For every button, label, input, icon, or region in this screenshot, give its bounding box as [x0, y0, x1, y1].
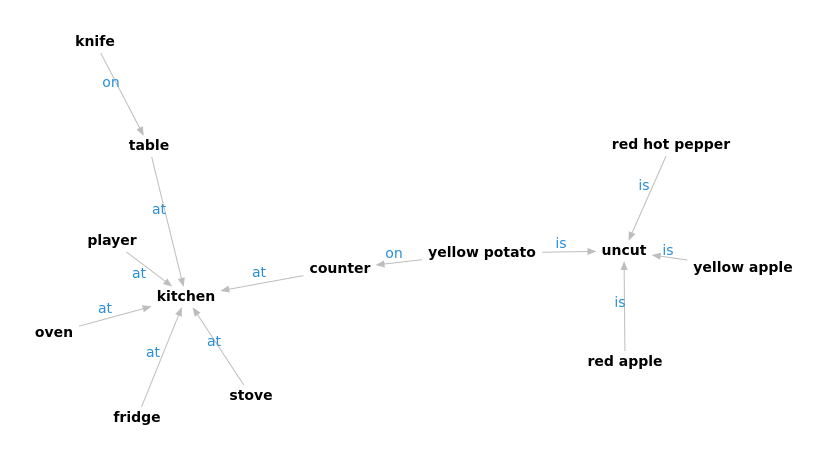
node-oven: oven	[35, 325, 73, 341]
edge-table-to-kitchen	[151, 156, 185, 287]
edge-label-yellow-apple-to-uncut: is	[662, 243, 673, 259]
edge-label-counter-to-kitchen: at	[252, 265, 267, 281]
edge-label-knife-to-table: on	[102, 75, 119, 91]
edge-oven-to-kitchen	[78, 305, 152, 327]
node-yellow-potato: yellow potato	[428, 245, 536, 261]
edges-layer	[78, 52, 688, 408]
node-table: table	[129, 138, 169, 154]
node-counter: counter	[310, 261, 371, 277]
edge-label-oven-to-kitchen: at	[98, 301, 113, 317]
node-uncut: uncut	[602, 243, 647, 259]
edge-yellow-potato-to-uncut	[542, 247, 597, 256]
node-yellow-apple: yellow apple	[693, 260, 792, 276]
edge-red-apple-to-uncut	[620, 261, 628, 352]
edge-yellow-apple-to-uncut	[651, 252, 688, 261]
node-fridge: fridge	[113, 410, 160, 426]
edge-stove-to-kitchen	[192, 307, 245, 386]
edge-label-fridge-to-kitchen: at	[146, 345, 161, 361]
edge-label-player-to-kitchen: at	[132, 266, 147, 282]
edge-counter-to-kitchen	[220, 275, 304, 293]
edge-label-red-apple-to-uncut: is	[614, 295, 625, 311]
edge-fridge-to-kitchen	[141, 307, 182, 408]
edge-label-table-to-kitchen: at	[152, 202, 167, 218]
nodes-layer: knife table player kitchen oven fridge stove co…	[35, 34, 793, 426]
edge-player-to-kitchen	[126, 251, 173, 287]
node-kitchen: kitchen	[157, 289, 216, 305]
node-red-apple: red apple	[587, 354, 662, 370]
edge-label-yellow-potato-to-uncut: is	[555, 236, 566, 252]
edge-label-red-hot-pepper-to-uncut: is	[638, 178, 649, 194]
edge-label-stove-to-kitchen: at	[207, 334, 222, 350]
node-knife: knife	[75, 34, 115, 50]
node-player: player	[87, 233, 136, 249]
edge-yellow-potato-to-counter	[375, 259, 422, 268]
edge-label-yellow-potato-to-counter: on	[385, 246, 402, 262]
node-red-hot-pepper: red hot pepper	[612, 137, 731, 153]
edge-red-hot-pepper-to-uncut	[628, 155, 667, 241]
node-stove: stove	[229, 388, 272, 404]
edge-labels-layer: on at at at at at at on is is is is	[98, 75, 674, 361]
edge-knife-to-table	[100, 52, 144, 136]
